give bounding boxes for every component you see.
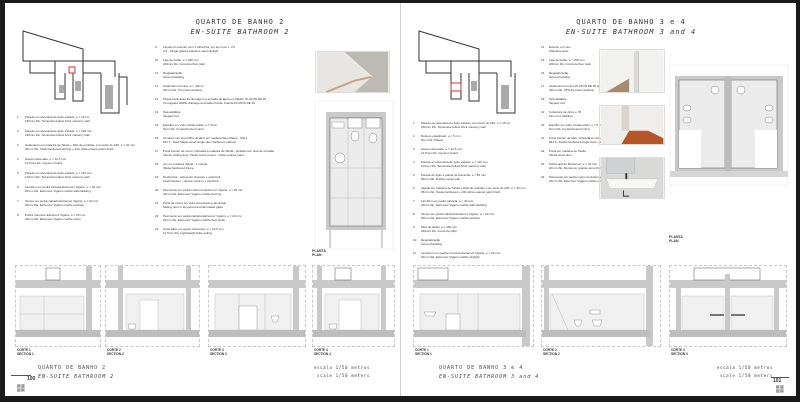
publisher-logo: ▤▥▥▤ — [16, 383, 26, 392]
footer-title: QUARTO DE BANHO 2 EN-SUITE BATHROOM 2 — [38, 365, 115, 380]
page-title: QUARTO DE BANHO 3 e 4 EN-SUITE BATHROOM … — [541, 18, 721, 36]
photo-washbasin — [599, 157, 665, 199]
key-plan — [418, 30, 516, 114]
page-number-rule — [771, 377, 789, 378]
section-drawing-1 — [15, 265, 101, 347]
page-number: 101 — [773, 378, 782, 384]
photo-ceiling-detail — [315, 51, 390, 93]
page-title: QUARTO DE BANHO 2 EN-SUITE BATHROOM 2 — [155, 18, 325, 36]
scale-note: escala 1/50 metros scale 1/50 meters — [313, 365, 370, 378]
floor-plan-drawing — [314, 100, 394, 250]
section-drawing-4 — [312, 265, 395, 347]
title-portuguese: QUARTO DE BANHO 2 — [195, 18, 285, 26]
title-portuguese: QUARTO DE BANHO 3 e 4 — [576, 18, 686, 26]
floor-plan-drawing — [669, 64, 789, 186]
section-drawing-2 — [105, 265, 200, 347]
page-number: 100 — [27, 376, 36, 382]
section-drawing-1 — [413, 265, 534, 347]
title-english: EN-SUITE BATHROOM 2 — [190, 28, 290, 36]
scale-note: escala 1/50 metros scale 1/50 meters — [716, 365, 773, 378]
page-number-rule — [11, 375, 31, 376]
section-drawing-2 — [541, 265, 661, 347]
title-english: EN-SUITE BATHROOM 3 and 4 — [565, 28, 697, 36]
highlight-marker — [450, 82, 462, 92]
photo-wood-floor — [599, 105, 665, 145]
page-gutter — [400, 3, 401, 396]
section-drawing-3 — [669, 265, 787, 347]
highlight-marker — [68, 66, 76, 74]
publisher-logo: ▤▥▥▤ — [775, 384, 785, 393]
photo-door-frame — [599, 49, 665, 93]
right-page: QUARTO DE BANHO 3 e 4 EN-SUITE BATHROOM … — [401, 3, 796, 396]
section-drawing-3 — [208, 265, 306, 347]
footer-title: QUARTO DE BANHO 3 e 4 EN-SUITE BATHROOM … — [439, 365, 540, 380]
key-plan — [22, 30, 128, 114]
